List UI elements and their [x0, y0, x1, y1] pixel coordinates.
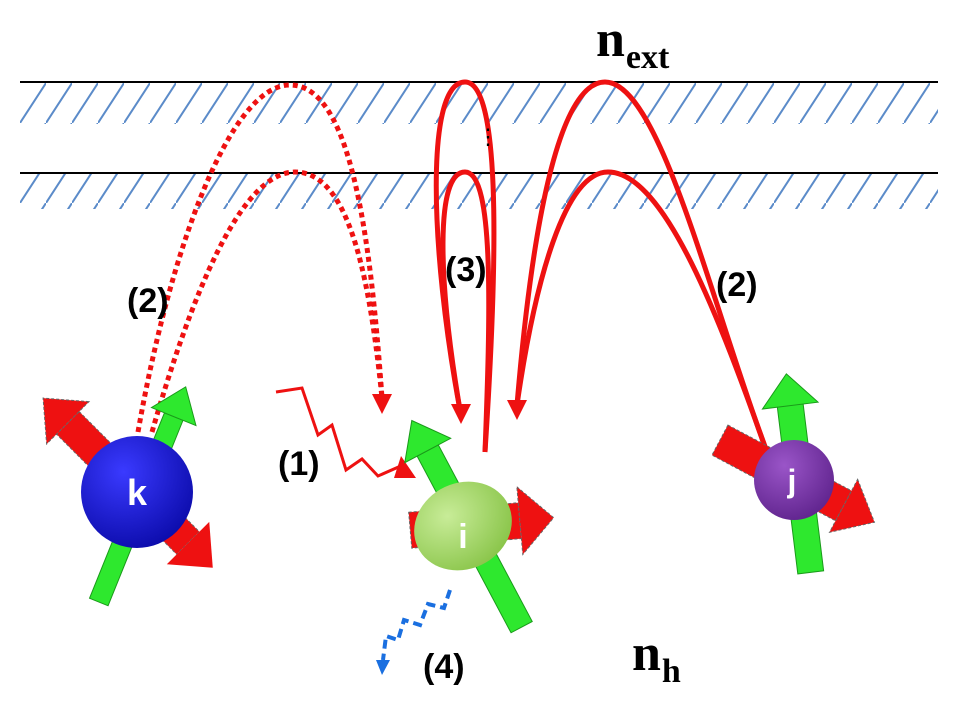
atom-j-sphere	[754, 440, 834, 520]
solid-loops-i	[433, 79, 497, 453]
step4-label: (4)	[423, 648, 465, 686]
decay-arrowhead	[376, 660, 390, 675]
atom-j-label: j	[787, 463, 797, 499]
jpath-inner	[514, 169, 771, 456]
dotted-path-outer	[135, 82, 385, 433]
photon-zigzag	[275, 386, 416, 478]
loop-arrowhead	[451, 404, 471, 424]
jpath-outer	[514, 79, 771, 456]
step2-right-label: (2)	[716, 266, 758, 304]
photon-arrowhead	[394, 456, 416, 478]
dotted-path-inner	[149, 169, 385, 433]
n-h-label: nh	[632, 625, 681, 690]
loop-outer	[433, 79, 497, 453]
dotted-path-arrowhead	[372, 394, 392, 414]
step3-label: (3)	[445, 251, 487, 289]
atom-k-label: k	[127, 472, 148, 513]
n-ext-label: next	[596, 11, 670, 76]
step1-label: (1)	[278, 445, 320, 483]
decay-zigzag	[376, 589, 452, 675]
n-ext-subscript: ext	[625, 39, 670, 76]
atom-i-sphere	[414, 481, 512, 571]
atom-j	[711, 373, 876, 575]
atom-i-label: i	[458, 518, 467, 556]
solid-paths-j-to-i	[514, 79, 771, 456]
jpath-arrowhead	[507, 400, 527, 420]
vertical-ellipsis: ⋮	[477, 126, 499, 148]
atom-k	[42, 386, 213, 607]
atom-k-sphere	[81, 436, 193, 548]
loop-inner	[440, 169, 492, 453]
step2-left-label: (2)	[127, 282, 169, 320]
dotted-paths-k-to-i	[135, 82, 385, 433]
n-h-subscript: h	[661, 653, 681, 690]
atom-i	[404, 419, 555, 634]
